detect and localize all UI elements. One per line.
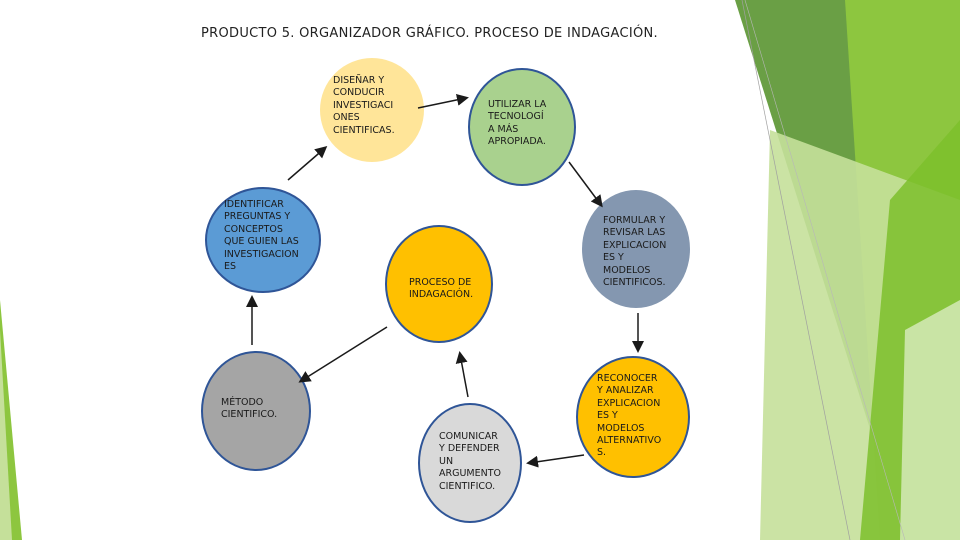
node-disenar [320, 58, 424, 162]
arrow-utilizar-to-formular [568, 161, 603, 208]
node-formular [582, 190, 690, 308]
arrow-reconocer-to-comunicar [526, 454, 585, 468]
node-reconocer-label: RECONOCER Y ANALIZAR EXPLICACION ES Y MO… [597, 373, 662, 459]
arrow-comunicar-to-proceso [455, 351, 469, 398]
arrow-disenar-to-utilizar [417, 93, 469, 109]
node-identificar [205, 187, 321, 293]
node-comunicar-label: COMUNICAR Y DEFENDER UN ARGUMENTO CIENTI… [439, 431, 502, 492]
node-formular-label: FORMULAR Y REVISAR LAS EXPLICACION ES Y … [603, 215, 667, 289]
arrow-identificar-to-disenar [287, 146, 328, 181]
left-decor-pale [0, 330, 12, 540]
right-decor-pale-band [900, 300, 960, 540]
node-identificar-label: IDENTIFICAR PREGUNTAS Y CONCEPTOS QUE GU… [224, 199, 299, 273]
node-reconocer [576, 356, 690, 478]
node-utilizar [468, 68, 576, 186]
node-disenar-label: DISEÑAR Y CONDUCIR INVESTIGACI ONES CIEN… [333, 75, 395, 136]
page-title: PRODUCTO 5. ORGANIZADOR GRÁFICO. PROCESO… [201, 26, 658, 41]
node-utilizar-label: UTILIZAR LA TECNOLOGÍ A MÁS APROPIADA. [488, 99, 547, 148]
arrow-proceso-to-metodo [298, 326, 388, 383]
node-metodo-label: MÉTODO CIENTIFICO. [221, 397, 278, 421]
node-metodo [201, 351, 311, 471]
node-proceso-label: PROCESO DE INDAGACIÓN. [409, 277, 474, 301]
node-comunicar [418, 403, 522, 523]
right-decor-line-2 [744, 0, 906, 540]
node-proceso [385, 225, 493, 343]
right-decor-line [741, 0, 851, 540]
